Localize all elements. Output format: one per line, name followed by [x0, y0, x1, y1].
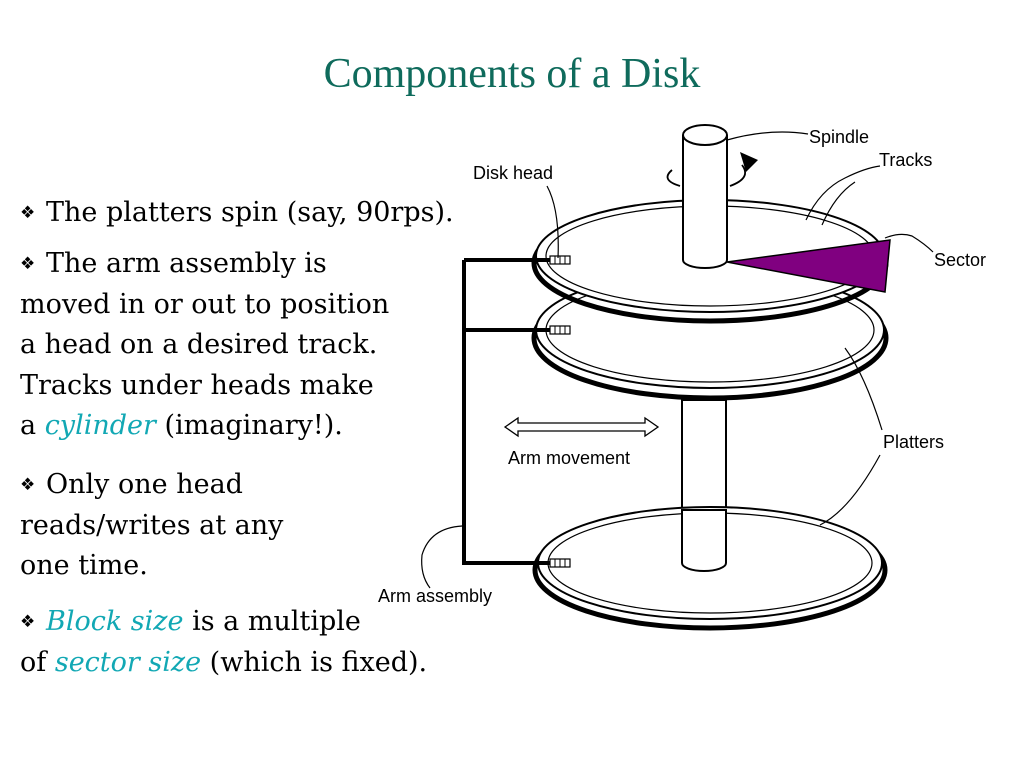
disk-head-middle	[549, 325, 571, 335]
bullet-text-run: (imaginary!).	[155, 410, 343, 441]
highlight-term: Block size	[46, 606, 184, 637]
highlight-term: cylinder	[44, 410, 156, 441]
bullet-text-run: one time.	[20, 550, 148, 581]
bullet-arm-assembly: ❖ The arm assembly is moved in or out to p…	[20, 244, 389, 447]
bullet-text-run: Tracks under heads make	[20, 369, 374, 401]
bullet-text-run: a head on a desired track.	[20, 329, 378, 360]
label-disk-head: Disk head	[473, 163, 553, 183]
diamond-bullet-icon: ❖	[20, 475, 36, 495]
label-platters: Platters	[883, 432, 944, 452]
arm-assembly	[462, 255, 571, 568]
bullet-text-run: Only one head	[46, 469, 243, 500]
platter-bottom	[532, 506, 888, 631]
label-arm-movement: Arm movement	[508, 448, 630, 468]
disk-head-top	[549, 255, 571, 265]
bullet-text: The arm assembly is moved in or out to po…	[20, 248, 389, 441]
bullet-text-run: moved in or out to position	[20, 288, 390, 320]
bullet-text-run: is a multiple	[183, 606, 361, 637]
arm-movement-arrow-icon	[503, 416, 660, 438]
bullet-text-run: (which is fixed).	[201, 646, 428, 678]
disk-head-bottom	[549, 558, 571, 568]
bullet-text: Only one head reads/writes at any one time…	[20, 469, 283, 581]
bullet-text: The platters spin (say, 90rps).	[46, 197, 454, 228]
bullet-text-run: The platters spin (say, 90rps).	[46, 197, 454, 228]
highlight-term: sector size	[54, 646, 202, 678]
diamond-bullet-icon: ❖	[20, 203, 36, 223]
bullet-text-run: reads/writes at any	[20, 509, 284, 541]
bullet-text-run: of	[20, 646, 55, 678]
rotation-arrow-icon	[740, 152, 758, 172]
leader-lines	[421, 131, 934, 589]
bullet-platters-spin: ❖ The platters spin (say, 90rps).	[20, 193, 454, 234]
bullet-one-head: ❖ Only one head reads/writes at any one tim…	[20, 465, 283, 587]
label-arm-assembly: Arm assembly	[378, 586, 492, 606]
diamond-bullet-icon: ❖	[20, 612, 36, 632]
bullet-text-run: The arm assembly is	[46, 248, 327, 279]
bullet-text-run: a	[20, 410, 45, 441]
diamond-bullet-icon: ❖	[20, 254, 36, 274]
sector-wedge	[726, 239, 891, 293]
slide-title: Components of a Disk	[323, 51, 701, 97]
label-sector: Sector	[934, 250, 986, 270]
bullet-block-size: ❖Block size is a multiple of sector size …	[20, 602, 427, 683]
label-spindle: Spindle	[809, 127, 869, 147]
bullet-text: Block size is a multiple of sector size (…	[20, 606, 427, 678]
spindle-upper	[666, 124, 758, 269]
label-tracks: Tracks	[879, 150, 932, 170]
